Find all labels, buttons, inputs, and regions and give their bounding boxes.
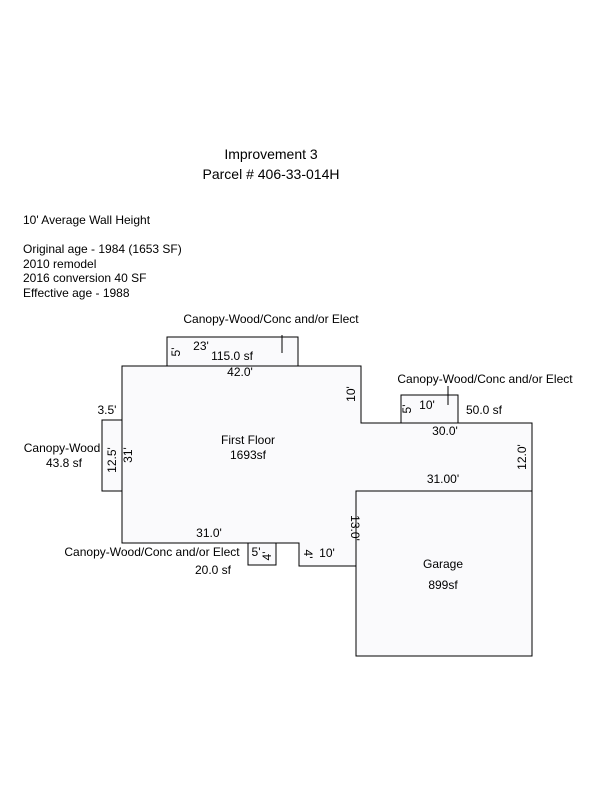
canopy-bottom-height: 4' — [260, 552, 274, 561]
dim-bottom: 31.0' — [196, 526, 222, 540]
canopy-left-name: Canopy-Wood — [24, 441, 101, 455]
canopy-left-outline — [101, 419, 123, 492]
canopy-top-outline — [166, 336, 299, 367]
canopy-bottom-outline — [247, 542, 277, 566]
garage-area: 899sf — [428, 578, 458, 592]
canopy-top-area: 115.0 sf — [211, 349, 253, 363]
canopy-bottom-width: 5' — [252, 545, 261, 559]
canopy-bottom-name: Canopy-Wood/Conc and/or Elect — [64, 545, 240, 559]
dim-notch-width: 10' — [319, 546, 335, 560]
dim-notch-height: 4' — [301, 550, 315, 559]
garage-name: Garage — [423, 557, 463, 571]
canopy-top-width: 23' — [193, 339, 209, 353]
dim-mid-top: 30.0' — [432, 424, 458, 438]
parcel-number: Parcel # 406-33-014H — [202, 166, 340, 182]
canopy-top-name: Canopy-Wood/Conc and/or Elect — [183, 312, 359, 326]
canopy-left-height: 12.5' — [105, 447, 119, 473]
first-floor-area: 1693sf — [230, 448, 267, 462]
dim-left-side: 31' — [121, 447, 135, 463]
canopy-right-name: Canopy-Wood/Conc and/or Elect — [397, 372, 573, 386]
canopy-right-area: 50.0 sf — [466, 403, 503, 417]
canopy-bottom-area: 20.0 sf — [195, 563, 232, 577]
note-line: Effective age - 1988 — [23, 285, 130, 300]
dim-right-step: 10' — [344, 386, 358, 402]
first-floor-name: First Floor — [221, 433, 275, 447]
note-line: 2010 remodel — [23, 256, 97, 271]
diagram-title: Improvement 3 — [224, 146, 318, 162]
canopy-top-height: 5' — [169, 348, 183, 357]
dim-right-side: 12.0' — [515, 444, 529, 470]
note-line: 2016 conversion 40 SF — [23, 271, 147, 286]
dim-garage-left: 13.0' — [348, 515, 362, 541]
note-line: Original age - 1984 (1653 SF) — [23, 242, 182, 257]
note-line: 10' Average Wall Height — [23, 213, 151, 227]
canopy-left-area: 43.8 sf — [46, 456, 83, 470]
garage-outline — [355, 490, 533, 657]
canopy-right-height: 5' — [400, 405, 414, 414]
canopy-left-width: 3.5' — [98, 403, 117, 417]
dim-top: 42.0' — [227, 365, 253, 379]
canopy-right-width: 10' — [419, 398, 435, 412]
dim-garage-top: 31.00' — [427, 472, 459, 486]
